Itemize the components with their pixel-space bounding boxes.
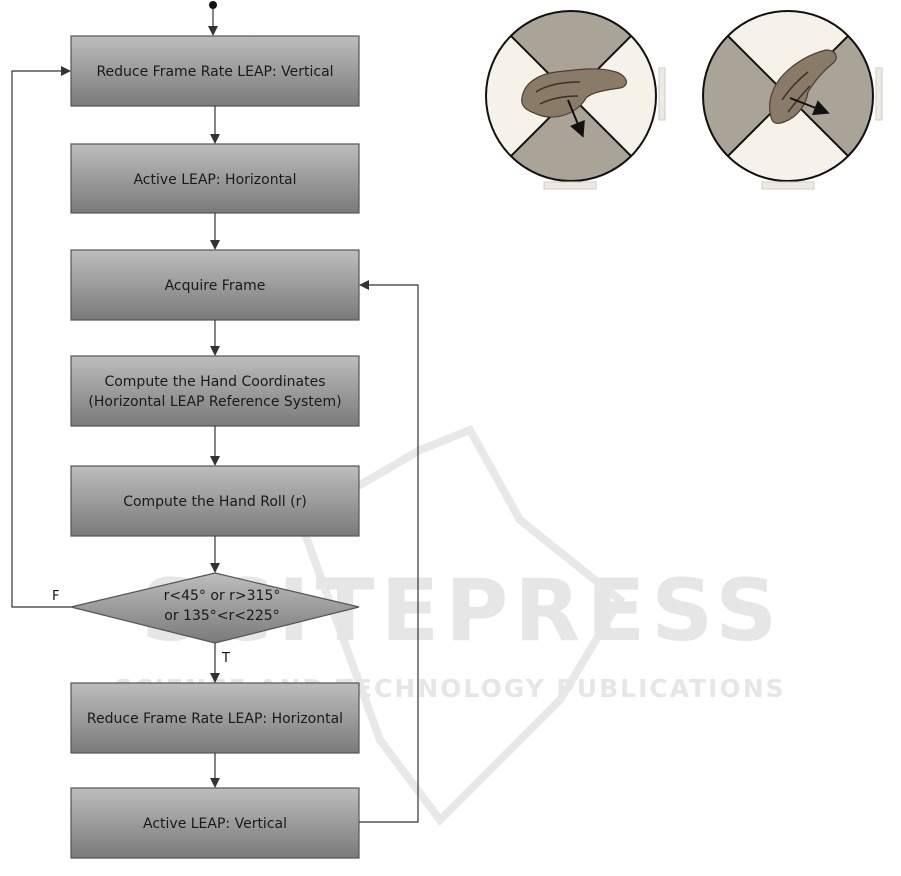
process-box-acquire-frame: Acquire Frame — [71, 250, 359, 320]
decision-label-line-1: r<45° or r>315° — [164, 588, 281, 604]
process-box-active-vertical: Active LEAP: Vertical — [71, 788, 359, 858]
process-box-reduce-frame-rate-horizontal: Reduce Frame Rate LEAP: Horizontal — [71, 683, 359, 753]
decision-true-label: T — [221, 651, 230, 666]
leap-sensor-vertical — [659, 68, 665, 120]
hand-roll-illustration-right — [703, 11, 882, 189]
process-label-line-2: (Horizontal LEAP Reference System) — [88, 394, 341, 410]
decision-false-label: F — [52, 589, 59, 604]
process-label: Acquire Frame — [165, 278, 266, 294]
hand-roll-illustration-left — [486, 11, 665, 189]
process-label: Active LEAP: Horizontal — [133, 172, 296, 188]
connector-false-loop — [12, 71, 71, 607]
process-box-active-horizontal: Active LEAP: Horizontal — [71, 144, 359, 213]
connector-repeat-loop — [359, 285, 418, 822]
process-label: Reduce Frame Rate LEAP: Horizontal — [87, 711, 343, 727]
leap-sensor-horizontal — [544, 182, 596, 189]
leap-sensor-horizontal — [762, 182, 814, 189]
process-label: Active LEAP: Vertical — [143, 816, 287, 832]
process-label-line-1: Compute the Hand Coordinates — [104, 374, 325, 390]
leap-sensor-vertical — [876, 68, 882, 120]
process-label: Compute the Hand Roll (r) — [123, 494, 307, 510]
start-node — [209, 1, 217, 9]
process-box-compute-hand-coordinates: Compute the Hand Coordinates (Horizontal… — [71, 356, 359, 426]
process-box-reduce-frame-rate-vertical: Reduce Frame Rate LEAP: Vertical — [71, 36, 359, 106]
process-label: Reduce Frame Rate LEAP: Vertical — [96, 64, 333, 80]
process-box-compute-hand-roll: Compute the Hand Roll (r) — [71, 466, 359, 536]
decision-label-line-2: or 135°<r<225° — [164, 608, 279, 624]
